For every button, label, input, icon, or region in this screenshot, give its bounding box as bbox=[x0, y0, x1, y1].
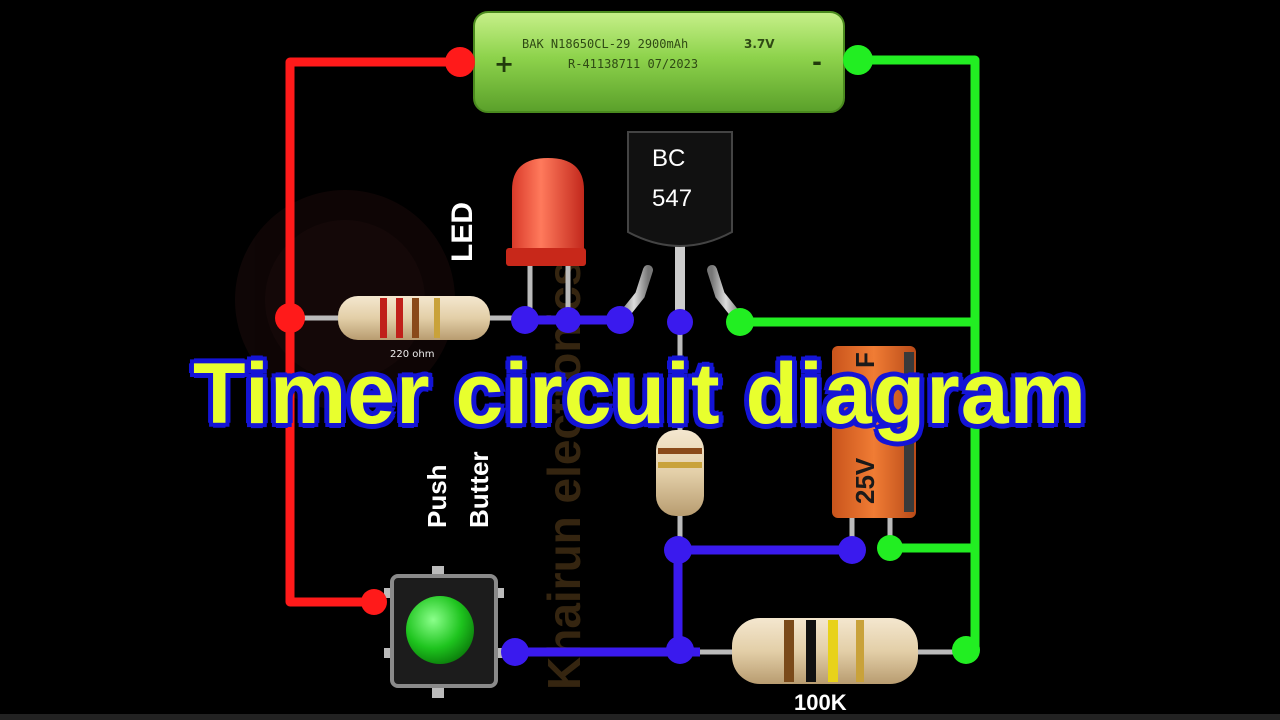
led-label: LED bbox=[446, 202, 479, 262]
resistor-vertical bbox=[656, 430, 704, 516]
junction-dots bbox=[275, 45, 980, 666]
junction-blue-button bbox=[501, 638, 529, 666]
capacitor-voltage: 25V bbox=[850, 457, 880, 504]
push-button: Push Butter bbox=[384, 451, 504, 698]
watermark-text: Khairun electronics BD bbox=[538, 181, 590, 690]
capacitor: 25V F bbox=[832, 346, 916, 550]
push-button-label-line1: Push bbox=[422, 464, 452, 528]
junction-blue-base bbox=[667, 309, 693, 335]
bottom-bar bbox=[0, 714, 1280, 720]
negative-wire bbox=[740, 55, 980, 650]
resistor-220-ohm: 220 ohm bbox=[338, 296, 490, 360]
resistor-100k: 100K bbox=[732, 618, 918, 715]
transistor-label-line1: BC bbox=[652, 145, 685, 172]
junction-green-capacitor bbox=[877, 535, 903, 561]
junction-green-100k bbox=[952, 636, 980, 664]
resistor-220-label: 220 ohm bbox=[390, 349, 434, 360]
battery: BAK N18650CL-29 2900mAh 3.7V R-41138711 … bbox=[473, 11, 845, 113]
junction-blue-100k bbox=[666, 636, 694, 664]
diagram-title: Timer circuit diagram bbox=[192, 346, 1088, 442]
battery-minus: - bbox=[812, 48, 822, 76]
junction-blue-resistor bbox=[511, 306, 539, 334]
junction-blue-led bbox=[555, 307, 581, 333]
resistor-100k-label: 100K bbox=[794, 690, 847, 715]
capacitor-unit: F bbox=[850, 352, 880, 368]
junction-blue-capacitor bbox=[838, 536, 866, 564]
battery-plus: + bbox=[494, 50, 514, 78]
transistor-label-line2: 547 bbox=[652, 185, 692, 212]
push-button-label-line2: Butter bbox=[464, 451, 494, 528]
battery-label-line2: R-41138711 07/2023 bbox=[568, 57, 698, 71]
junction-red-resistor bbox=[275, 303, 305, 333]
junction-blue-lower bbox=[664, 536, 692, 564]
led: LED bbox=[446, 158, 586, 266]
junction-green-battery bbox=[843, 45, 873, 75]
transistor-bc547: BC 547 bbox=[615, 131, 745, 325]
positive-wire bbox=[285, 57, 460, 607]
junction-red-battery bbox=[445, 47, 475, 77]
battery-voltage: 3.7V bbox=[744, 37, 775, 51]
junction-red-button bbox=[361, 589, 387, 615]
junction-green-emitter bbox=[726, 308, 754, 336]
junction-blue-collector bbox=[606, 306, 634, 334]
battery-label-line1: BAK N18650CL-29 2900mAh bbox=[522, 37, 688, 51]
